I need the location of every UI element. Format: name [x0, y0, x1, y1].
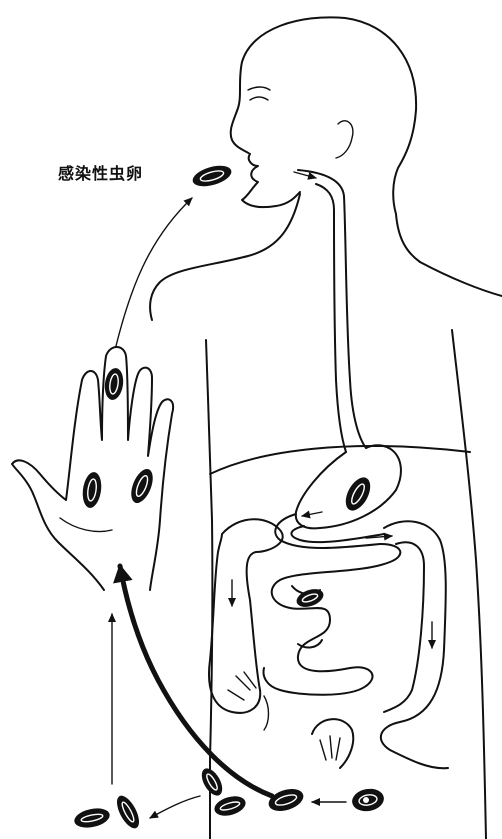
shoulder-right	[420, 262, 502, 296]
rectum-detail	[320, 736, 340, 760]
large-intestine	[209, 519, 283, 713]
egg-on-finger	[103, 367, 125, 401]
palm-crease	[60, 518, 112, 532]
hand-outline	[12, 347, 173, 590]
body-left-side	[206, 340, 212, 839]
egg-in-stomach	[341, 473, 376, 514]
eyebrow	[248, 87, 270, 90]
colon-right-inner	[384, 542, 424, 712]
esophagus-inner	[316, 184, 346, 452]
egg-ground-1	[198, 765, 227, 799]
egg-on-palm-right	[127, 466, 157, 506]
human-figure	[150, 17, 502, 839]
appendix-detail	[228, 672, 269, 730]
digestive-tract	[209, 170, 448, 768]
transmission-arrows	[112, 198, 346, 818]
arrow-to-ground	[150, 796, 200, 818]
face-profile	[231, 62, 300, 207]
egg-on-palm-left	[81, 471, 104, 509]
arrow-stomach-exit	[302, 512, 322, 516]
eye-icon	[250, 97, 268, 100]
shoulder-left	[150, 194, 300, 320]
eggs	[73, 162, 386, 832]
hand	[12, 347, 173, 590]
egg-exiting	[266, 785, 306, 815]
egg-ground-3	[73, 805, 112, 830]
body-right-side	[452, 330, 486, 839]
egg-at-anus-circular	[350, 786, 385, 813]
stomach-outline	[296, 445, 401, 528]
ear-outline	[336, 121, 353, 158]
egg-ground-4	[112, 792, 143, 831]
head-outline	[242, 17, 420, 262]
egg-ground-2	[212, 793, 248, 819]
tract-flow-arrows	[232, 172, 432, 648]
esophagus-outer	[298, 170, 366, 448]
egg-at-mouth	[190, 162, 233, 190]
diaphragm-line	[210, 446, 470, 474]
colon-right	[381, 521, 448, 768]
egg-in-intestine	[294, 586, 326, 611]
rectum	[312, 719, 353, 768]
